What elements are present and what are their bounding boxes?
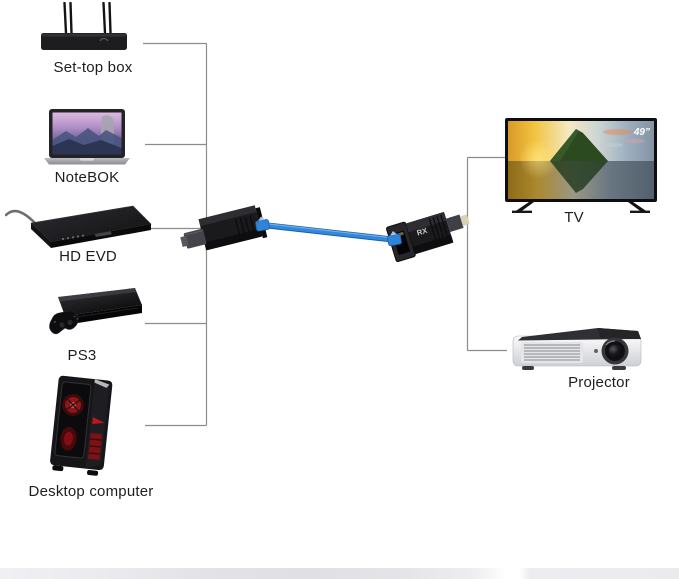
ps3-label: PS3	[67, 347, 97, 364]
game-console-icon	[49, 288, 142, 335]
ethernet-cable	[255, 216, 402, 247]
hd-evd-label: HD EVD	[59, 248, 117, 265]
projector-label: Projector	[568, 374, 630, 391]
notebook-device	[43, 107, 131, 167]
tv-icon: 49”	[505, 118, 657, 214]
notebook-icon	[44, 109, 130, 165]
receiver-marking-label: RX	[416, 226, 429, 238]
tv-size-badge: 49”	[633, 127, 650, 138]
desktop-computer-label: Desktop computer	[28, 483, 154, 500]
extender-assembly: RX	[180, 190, 490, 280]
projector-device	[510, 324, 648, 376]
hd-evd-device	[5, 198, 155, 253]
hdmi-receiver-adapter: RX	[386, 211, 470, 262]
desktop-computer-device	[40, 370, 125, 480]
desktop-tower-icon	[50, 375, 113, 476]
hdmi-transmitter-adapter	[180, 205, 268, 251]
notebook-label: NoteBOK	[54, 169, 120, 186]
hdmi-plug-icon	[446, 214, 464, 233]
set-top-box-label: Set-top box	[53, 59, 133, 76]
ps3-device	[45, 284, 150, 346]
tv-device: 49”	[505, 114, 657, 216]
set-top-box-device	[40, 2, 130, 52]
dvd-player-icon	[5, 205, 152, 248]
set-top-box-icon	[41, 2, 127, 50]
cropped-next-image-strip	[0, 568, 679, 579]
projector-icon	[512, 328, 642, 370]
tv-label: TV	[564, 209, 584, 226]
